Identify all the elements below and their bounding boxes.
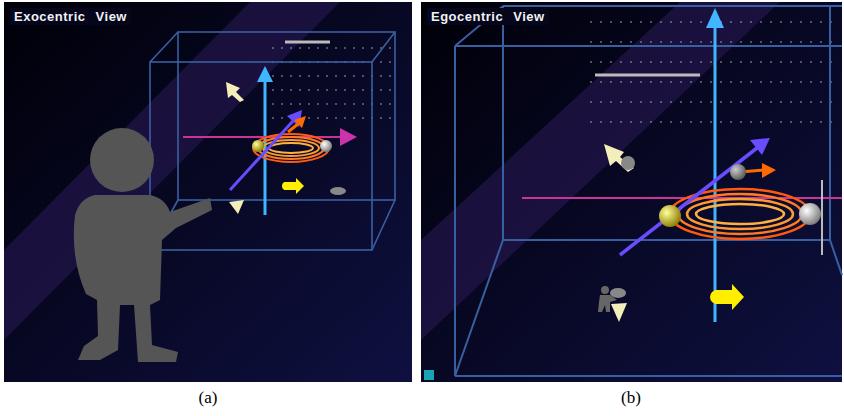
panel-title: Egocentric View xyxy=(427,8,549,25)
panel-title: Exocentric View xyxy=(10,8,131,25)
view-panel: Exocentric View xyxy=(4,2,412,382)
exocentric-scene xyxy=(4,2,412,382)
subfigure-caption: (a) xyxy=(199,388,218,408)
egocentric-scene xyxy=(421,2,842,382)
subfigure-caption: (b) xyxy=(621,388,641,408)
view-panel: Egocentric View xyxy=(421,2,842,382)
